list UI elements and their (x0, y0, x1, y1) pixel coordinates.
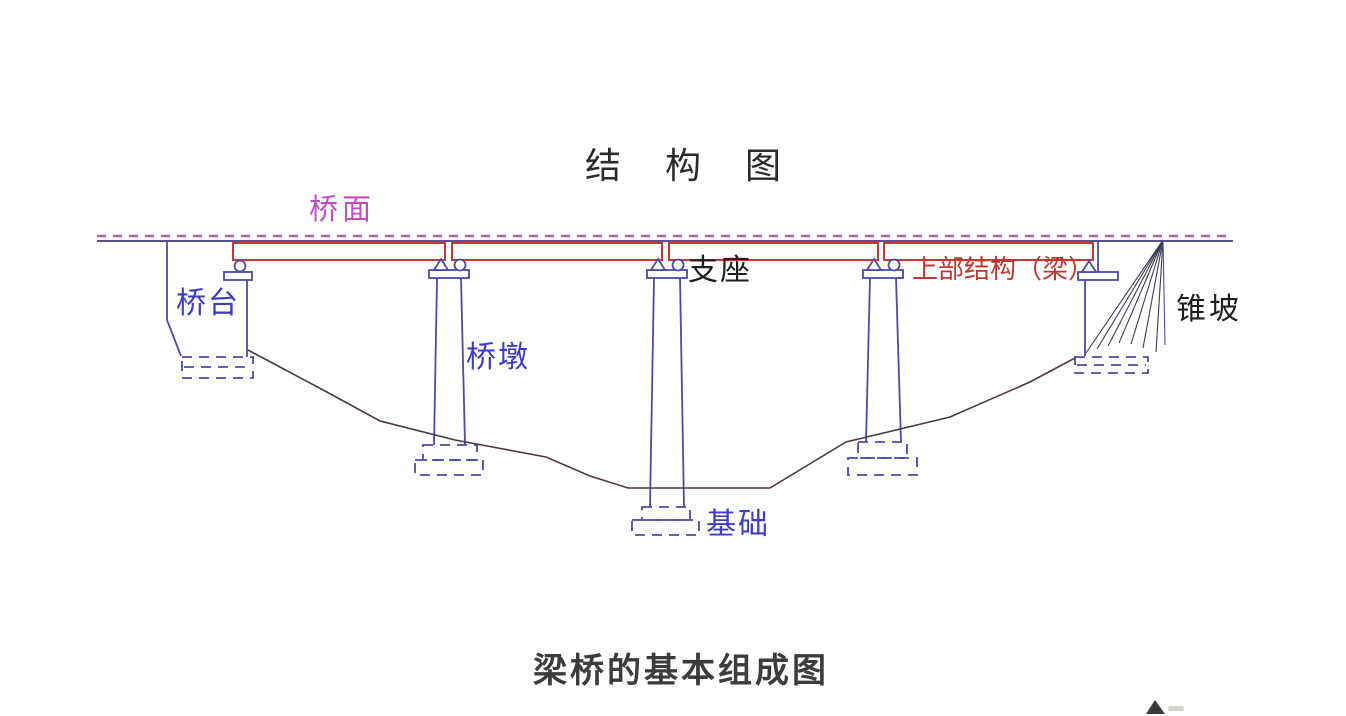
foundation-label: 基础 (706, 508, 770, 541)
bearing-label: 支座 (688, 254, 752, 287)
beam-span-1 (232, 242, 446, 261)
cursor-triangle-icon (1146, 700, 1165, 714)
pier-3 (847, 257, 918, 476)
roller-bearing-icon (233, 259, 247, 273)
pier-3-footing-upper (857, 441, 908, 459)
pier-2 (631, 257, 700, 536)
pier-1-right-leg (460, 277, 466, 446)
pier-label: 桥墩 (466, 341, 530, 374)
diagram-title: 结构图 (585, 146, 826, 186)
cone-slope-label: 锥坡 (1176, 293, 1242, 326)
roller-bearing-icon (671, 258, 685, 272)
beam-spans (232, 242, 1094, 261)
left-abutment (166, 242, 254, 379)
cone-slope-lines (1085, 239, 1166, 354)
abutment-label: 桥台 (176, 287, 240, 320)
right-abutment-footing (1074, 356, 1149, 374)
right-abutment (1074, 241, 1149, 374)
roller-bearing-icon (453, 258, 467, 272)
pier-3-footing-lower (847, 457, 918, 476)
pier-1-left-leg (433, 277, 438, 446)
left-abutment-cap (223, 271, 253, 281)
superstructure-label: 上部结构（梁） (912, 255, 1095, 284)
pin-bearing-icon (865, 257, 883, 271)
pier-1 (414, 257, 484, 476)
roller-bearing-icon (887, 258, 901, 272)
pier-2-left-leg (649, 277, 655, 508)
deck-label: 桥面 (309, 194, 376, 226)
pier-2-right-leg (679, 277, 685, 508)
beam-span-2 (451, 242, 663, 261)
pier-1-footing-lower (414, 459, 484, 476)
pier-3-left-leg (865, 277, 871, 443)
pier-3-right-leg (895, 277, 902, 443)
left-abutment-footing (181, 356, 254, 379)
left-abutment-front-wall (166, 242, 182, 357)
beam-span-3 (668, 242, 879, 261)
pin-bearing-icon (1080, 259, 1098, 273)
pier-2-footing-lower (631, 519, 700, 536)
pier-2-footing-upper (641, 506, 691, 521)
right-abutment-cap (1077, 271, 1119, 281)
beam-span-4 (883, 242, 1094, 261)
pin-bearing-icon (432, 257, 450, 271)
pier-1-cap (428, 269, 470, 279)
cursor-mark (1146, 700, 1184, 714)
ground-profile-line (247, 349, 1076, 489)
pier-3-cap (862, 269, 904, 279)
pier-1-footing-upper (422, 444, 478, 461)
pin-bearing-icon (649, 257, 667, 271)
diagram-caption: 梁桥的基本组成图 (533, 652, 829, 690)
pier-2-cap (646, 269, 688, 279)
